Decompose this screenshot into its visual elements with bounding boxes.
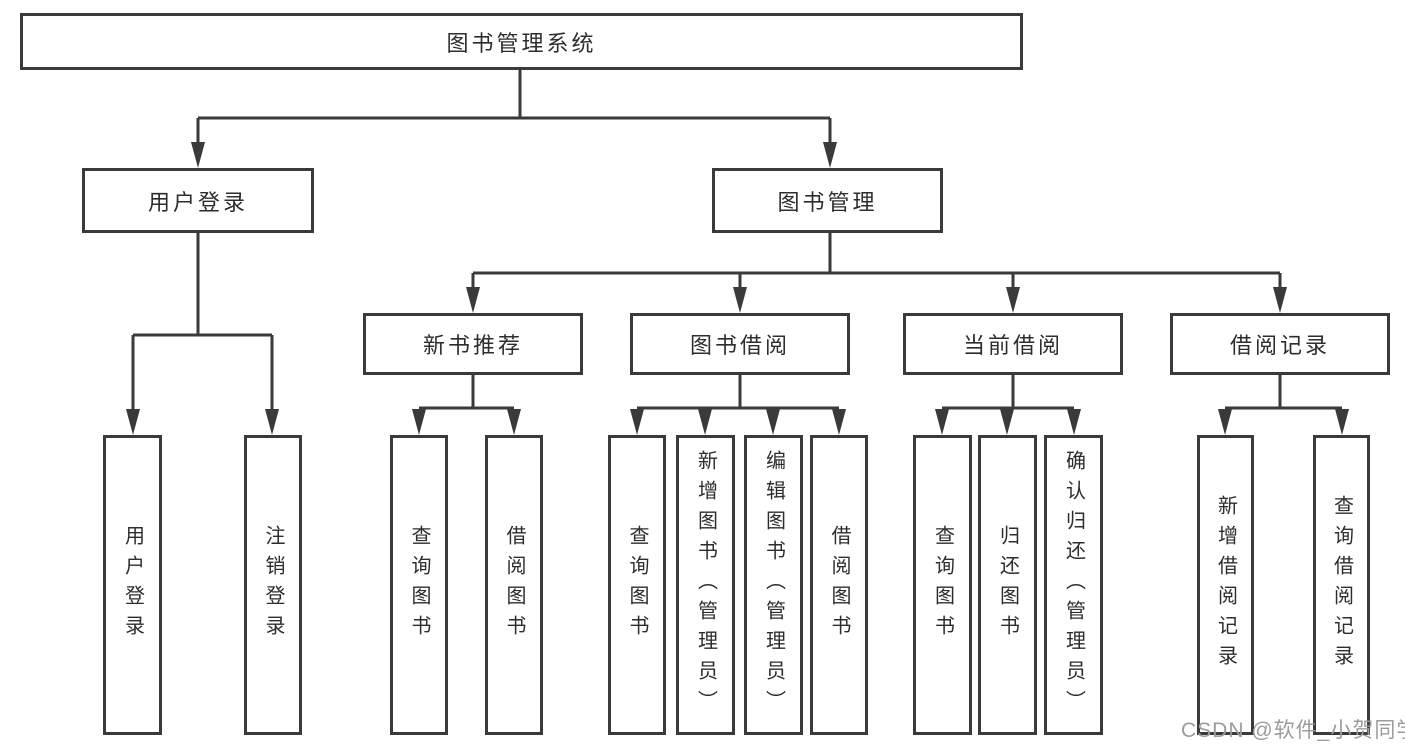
- leaf-label: 借阅图书: [828, 525, 850, 645]
- leaf-user-login: 用户登录: [103, 435, 162, 735]
- node-label: 图书管理: [777, 189, 878, 215]
- node-label: 当前借阅: [962, 333, 1063, 358]
- node-book-management: 图书管理: [712, 168, 943, 233]
- leaf-borrow-borrow-books: 借阅图书: [810, 435, 868, 735]
- leaf-label: 注销登录: [262, 525, 284, 645]
- leaf-edit-books-admin: 编辑图书（管理员）: [744, 435, 803, 735]
- arrowheads: [126, 142, 1349, 435]
- leaf-return-books: 归还图书: [978, 435, 1037, 735]
- leaf-label: 查询借阅记录: [1330, 495, 1353, 675]
- leaf-query-borrow-record: 查询借阅记录: [1313, 435, 1370, 735]
- leaf-label: 编辑图书（管理员）: [762, 450, 785, 720]
- leaf-label: 归还图书: [996, 525, 1019, 645]
- leaf-label: 确认归还（管理员）: [1062, 450, 1085, 720]
- node-library-system: 图书管理系统: [20, 13, 1023, 70]
- leaf-label: 用户登录: [121, 525, 144, 645]
- csdn-watermark: CSDN @软件_小贺同学: [1181, 719, 1405, 742]
- leaf-label: 查询图书: [931, 525, 954, 645]
- leaf-label: 查询图书: [408, 525, 430, 645]
- leaf-logout: 注销登录: [244, 435, 302, 735]
- node-label: 用户登录: [147, 189, 248, 215]
- leaf-current-query-books: 查询图书: [913, 435, 972, 735]
- leaf-add-borrow-record: 新增借阅记录: [1197, 435, 1254, 735]
- leaf-confirm-return-admin: 确认归还（管理员）: [1044, 435, 1103, 735]
- leaf-borrow-query-books: 查询图书: [608, 435, 666, 735]
- leaf-label: 借阅图书: [503, 525, 525, 645]
- node-user-login: 用户登录: [82, 168, 314, 233]
- leaf-add-books-admin: 新增图书（管理员）: [676, 435, 735, 735]
- leaf-label: 查询图书: [626, 525, 648, 645]
- node-current-borrowing: 当前借阅: [903, 313, 1123, 375]
- leaf-label: 新增借阅记录: [1214, 495, 1237, 675]
- leaf-label: 新增图书（管理员）: [694, 450, 717, 720]
- node-borrowing-records: 借阅记录: [1170, 313, 1390, 375]
- node-label: 图书借阅: [689, 333, 790, 358]
- node-new-book-recommend: 新书推荐: [363, 313, 583, 375]
- node-label: 图书管理系统: [446, 30, 597, 56]
- node-book-borrowing: 图书借阅: [630, 313, 850, 375]
- node-label: 借阅记录: [1229, 333, 1330, 358]
- leaf-recommend-borrow-books: 借阅图书: [485, 435, 543, 735]
- leaf-recommend-query-books: 查询图书: [390, 435, 448, 735]
- node-label: 新书推荐: [422, 333, 523, 358]
